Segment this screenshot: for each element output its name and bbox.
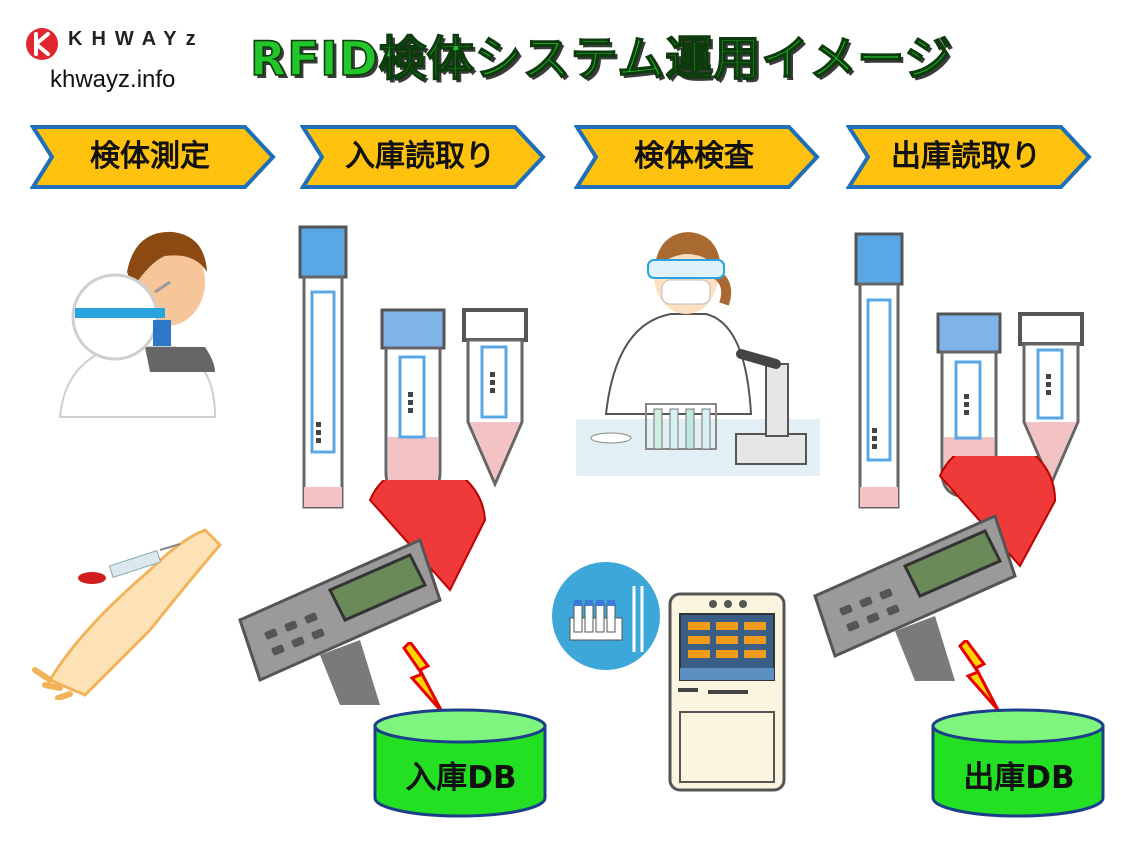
chevron-arrow-shape [30,125,276,189]
step-label: 検体検査 [634,139,754,174]
step-label: 入庫読取り [345,139,495,174]
page-title: RFID検体システム運用イメージ [249,31,953,88]
brand-logo [24,26,234,66]
database-in-label: 入庫DB [405,760,517,796]
nasal-swab-person-illustration [58,231,217,418]
khwayz-logo-icon [26,28,58,60]
step-label: 出庫読取り [891,139,1041,174]
step-label: 検体測定 [90,139,210,174]
lightning-bolt-icon [958,640,1000,711]
site-url: khwayz.info [50,66,176,93]
rfid-tagged-tubes-in-illustration [298,225,528,509]
analyzer-machine-illustration [668,592,786,792]
lightning-bolt-icon [402,642,444,713]
step-chevron-sample-test: 検体検査 [574,124,822,190]
swab-tubes-circle-icon [552,562,660,670]
database-out-cylinder-icon [931,708,1105,818]
chevron-arrow-shape [574,125,820,189]
lab-technician-microscope-illustration [576,232,820,476]
database-out-label: 出庫DB [963,760,1075,796]
chevron-arrow-shape [846,125,1092,189]
rfid-handheld-reader-in-illustration [238,480,487,705]
step-chevron-sample-measure: 検体測定 [30,124,278,190]
rfid-handheld-reader-out-illustration [813,456,1057,681]
chevron-arrow-shape [300,125,546,189]
step-chevron-out-read: 出庫読取り [846,124,1094,190]
database-in-cylinder-icon [373,708,547,818]
step-chevron-in-read: 入庫読取り [300,124,548,190]
logo-text: KHWAYz [68,28,205,50]
blood-draw-arm-illustration [32,528,223,700]
